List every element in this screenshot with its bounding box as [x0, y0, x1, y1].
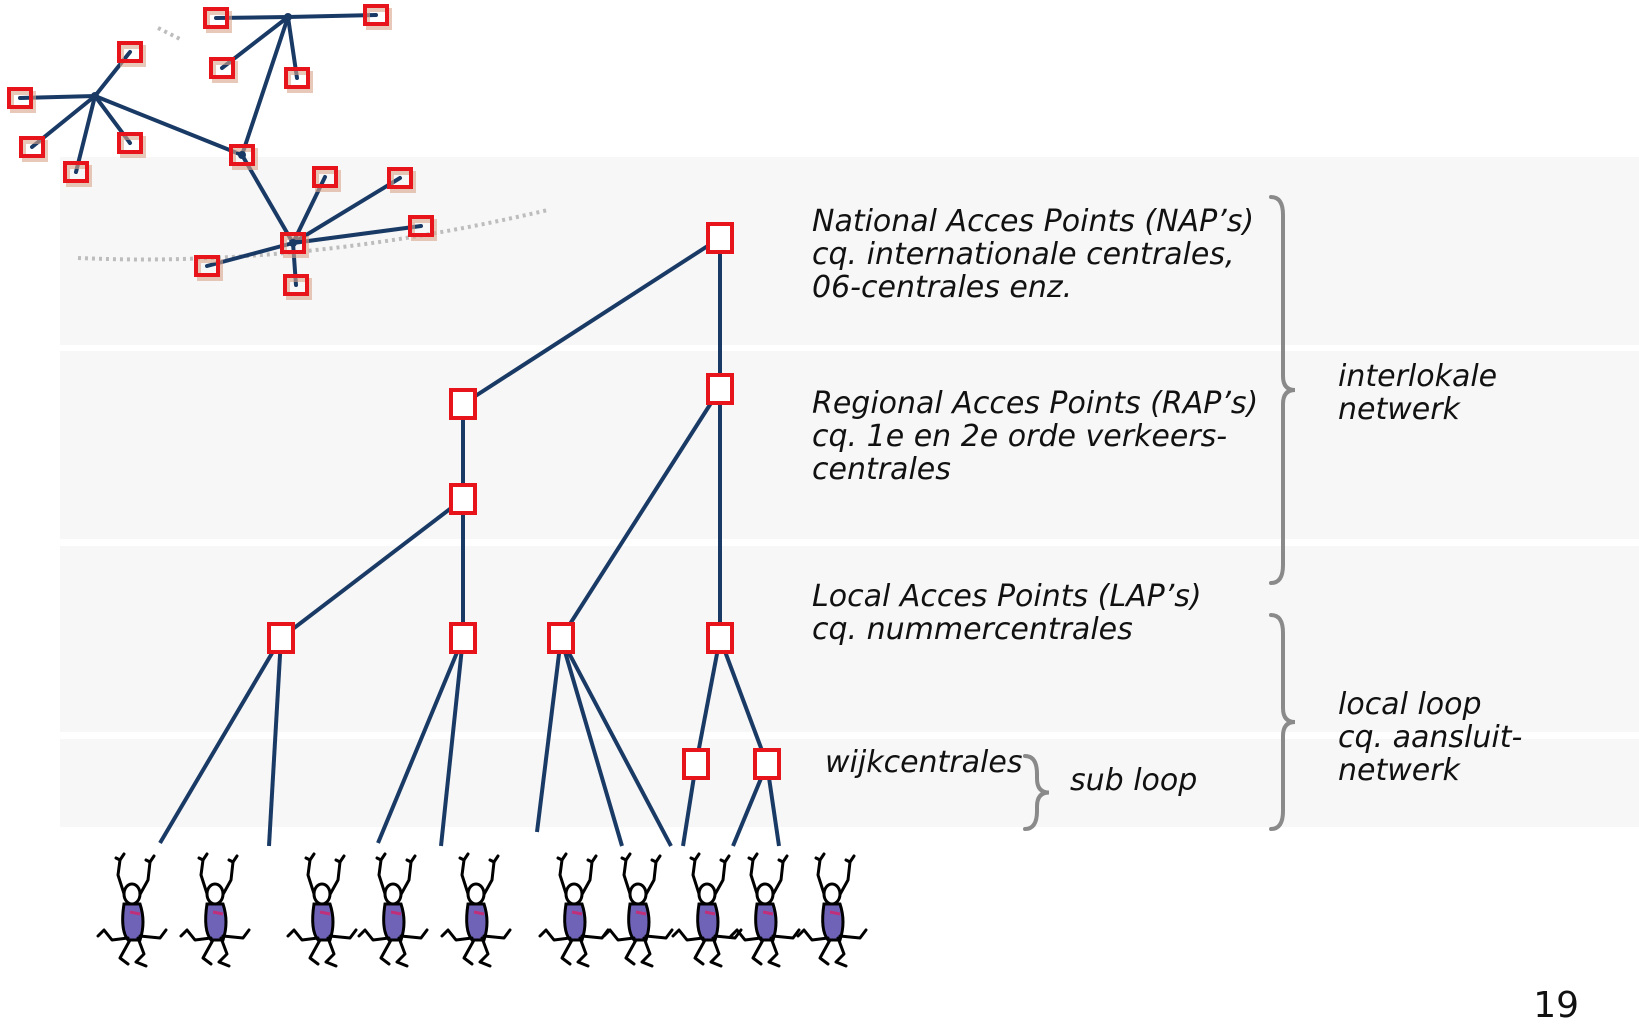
- brackets: [1023, 195, 1296, 831]
- band-rap: [60, 351, 1639, 539]
- cloud-link: [93, 94, 244, 157]
- cloud-node: [63, 161, 89, 183]
- cloud-node: [117, 132, 143, 154]
- cloud-node: [283, 274, 309, 296]
- interlokale-label: interlokale netwerk: [1338, 359, 1498, 427]
- subscriber-line: [439, 637, 465, 847]
- tree-link: [559, 387, 722, 640]
- wijkcentrales-label: wijkcentrales: [825, 745, 1023, 780]
- exchange-node: [706, 222, 734, 254]
- band-wijk: [60, 739, 1639, 827]
- lap-label: Local Acces Points (LAP’s) cq. nummercen…: [812, 579, 1202, 647]
- cloud-node-shadow: [206, 11, 232, 33]
- cloud-node: [280, 232, 306, 254]
- subscriber-figure-icon: [729, 852, 801, 968]
- cloud-node-shadow: [22, 140, 48, 162]
- page-number: 19: [1533, 985, 1579, 1026]
- subscriber-line: [559, 637, 673, 847]
- subscriber-line: [267, 637, 283, 847]
- cloud-hub: [284, 13, 292, 21]
- cloud-hub: [238, 151, 246, 159]
- cloud-node: [117, 41, 143, 63]
- cloud-node-shadow: [366, 8, 392, 30]
- cloud-link: [291, 224, 423, 245]
- cloud-node-shadow: [10, 91, 36, 113]
- cloud-link: [93, 50, 132, 98]
- tree-link: [694, 637, 722, 765]
- subscriber-figure-icon: [357, 852, 429, 968]
- band-lap: [60, 546, 1639, 732]
- cloud-node: [284, 67, 310, 89]
- rap-label: Regional Acces Points (RAP’s) cq. 1e en …: [812, 386, 1259, 487]
- cloud-node-shadow: [283, 236, 309, 258]
- subscriber-figure-icon: [96, 852, 168, 968]
- cloud-node: [194, 255, 220, 277]
- subloop-label: sub loop: [1070, 763, 1198, 798]
- bracket-localloop: [1269, 613, 1296, 831]
- hierarchy-nodes: [267, 222, 781, 780]
- exchange-node: [449, 483, 477, 515]
- cloud-node: [408, 215, 434, 237]
- cloud-node: [387, 167, 413, 189]
- cloud-node-shadow: [232, 148, 258, 170]
- cloud-link: [74, 94, 97, 174]
- cloud-node-shadow: [120, 136, 146, 158]
- subscriber-figure-icon: [602, 852, 674, 968]
- cloud-node: [203, 7, 229, 29]
- exchange-node: [449, 622, 477, 654]
- cloud-node: [312, 166, 338, 188]
- cloud-node-shadow: [286, 278, 312, 300]
- cloud-link: [240, 15, 290, 157]
- cloud-node: [363, 4, 389, 26]
- subscriber-line: [376, 637, 465, 844]
- bracket-subloop: [1023, 754, 1050, 831]
- network-cluster-icon: [7, 4, 549, 300]
- dotted-arc: [77, 208, 549, 262]
- subscriber-line: [535, 637, 563, 833]
- exchange-node: [706, 622, 734, 654]
- dotted-arc: [157, 26, 183, 42]
- cloud-node-shadow: [212, 61, 238, 83]
- subscriber-line: [158, 636, 283, 845]
- exchange-node: [682, 748, 710, 780]
- cloud-node-shadow: [411, 219, 437, 241]
- cloud-node: [19, 136, 45, 158]
- subscriber-line: [559, 637, 624, 847]
- cloud-node: [229, 144, 255, 166]
- cloud-node-shadow: [315, 170, 341, 192]
- cloud-link: [286, 13, 378, 19]
- nap-label: National Acces Points (NAP’s) cq. intern…: [812, 204, 1255, 305]
- exchange-node: [547, 622, 575, 654]
- localloop-label: local loop cq. aansluit- netwerk: [1338, 687, 1523, 788]
- exchange-node: [449, 388, 477, 420]
- subscriber-figure-icon: [286, 852, 358, 968]
- tree-link: [461, 236, 722, 406]
- cloud-link: [291, 176, 402, 245]
- subscriber-figure-icon: [796, 852, 868, 968]
- hierarchy-links: [158, 236, 781, 847]
- cloud-node: [209, 57, 235, 79]
- cloud-node-shadow: [390, 171, 416, 193]
- cloud-node-shadow: [287, 71, 313, 93]
- subscriber-figure-icon: [671, 852, 743, 968]
- exchange-node: [753, 748, 781, 780]
- subscriber-figure-icon: [440, 852, 512, 968]
- subscribers: [96, 852, 868, 968]
- subscriber-figure-icon: [179, 852, 251, 968]
- exchange-node: [267, 622, 295, 654]
- cloud-node-shadow: [66, 165, 92, 187]
- tree-link: [279, 497, 465, 640]
- cloud-node: [7, 87, 33, 109]
- cloud-hub: [289, 239, 297, 247]
- bracket-interlokale: [1269, 195, 1296, 585]
- cloud-node-shadow: [197, 259, 223, 281]
- subscriber-figure-icon: [538, 852, 610, 968]
- tree-link: [718, 637, 769, 765]
- cloud-hub: [91, 92, 99, 100]
- cloud-node-shadow: [120, 45, 146, 67]
- exchange-node: [706, 373, 734, 405]
